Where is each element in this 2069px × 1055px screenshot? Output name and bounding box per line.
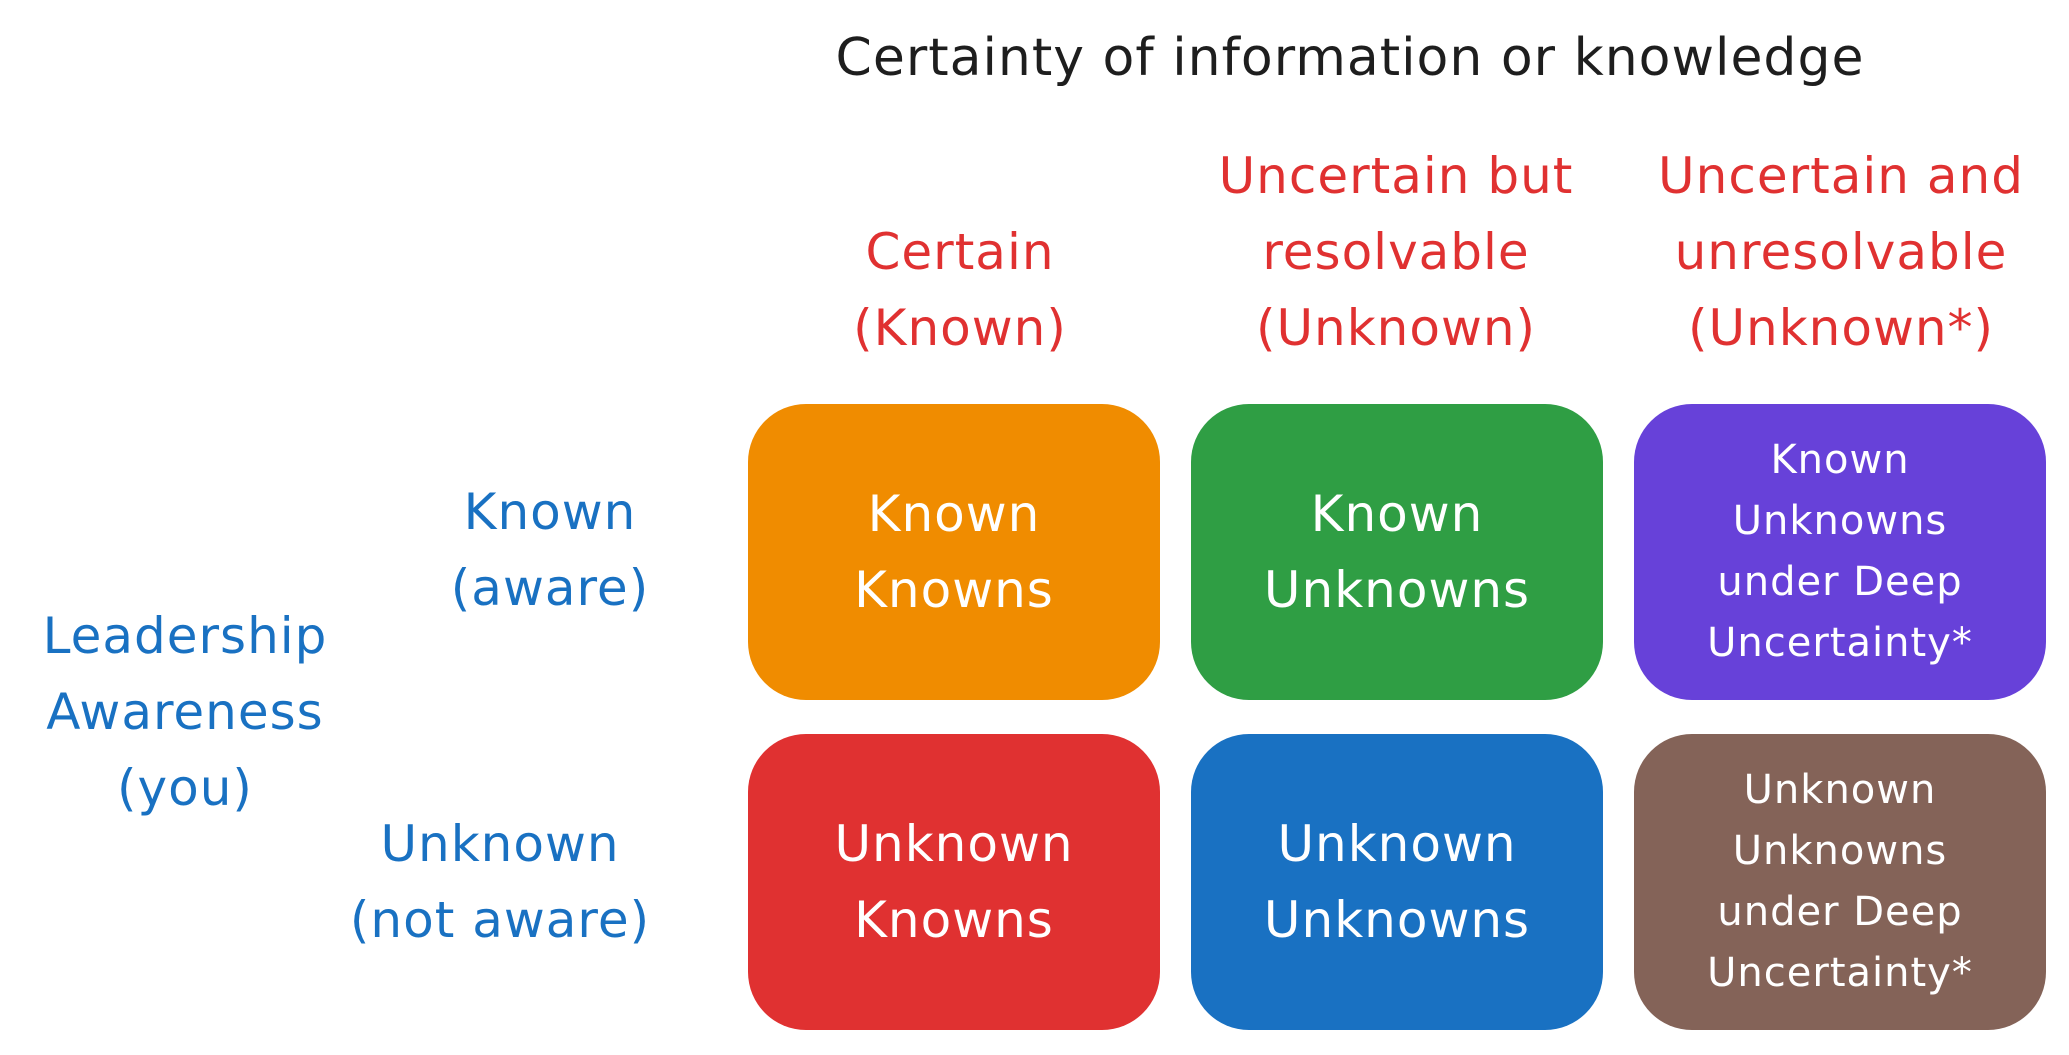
- row-label-unknown: Unknown (not aware): [300, 806, 700, 958]
- axis-label-line: (you): [117, 759, 253, 817]
- cell-line: Knowns: [854, 561, 1054, 619]
- cell-line: Unknowns: [1732, 498, 1948, 544]
- cell-line: Unknowns: [1732, 828, 1948, 874]
- row-label-line: (not aware): [349, 891, 651, 949]
- column-header-line: Uncertain and: [1658, 147, 2024, 205]
- cell-line: Uncertainty*: [1707, 620, 1973, 666]
- cell-line: Knowns: [854, 891, 1054, 949]
- axis-label-line: Awareness: [46, 683, 324, 741]
- cell-unknown-unknowns-deep-uncertainty: Unknown Unknowns under Deep Uncertainty*: [1634, 734, 2046, 1030]
- cell-line: Known: [1770, 437, 1910, 483]
- cell-line: Unknown: [834, 815, 1074, 873]
- column-header-uncertain-resolvable: Uncertain but resolvable (Unknown): [1186, 138, 1606, 366]
- cell-line: Uncertainty*: [1707, 950, 1973, 996]
- cell-unknown-unknowns: Unknown Unknowns: [1191, 734, 1603, 1030]
- row-label-known: Known (aware): [390, 474, 710, 626]
- cell-known-unknowns: Known Unknowns: [1191, 404, 1603, 700]
- axis-label-line: Leadership: [42, 607, 328, 665]
- column-header-certain: Certain (Known): [770, 214, 1150, 366]
- cell-line: under Deep: [1717, 559, 1963, 605]
- cell-unknown-knowns: Unknown Knowns: [748, 734, 1160, 1030]
- column-header-line: Certain: [865, 223, 1055, 281]
- column-header-line: (Unknown): [1255, 299, 1537, 357]
- column-header-line: resolvable: [1262, 223, 1530, 281]
- row-label-line: (aware): [450, 559, 650, 617]
- column-header-line: (Unknown*): [1687, 299, 1995, 357]
- row-label-line: Unknown: [380, 815, 620, 873]
- cell-line: Known: [1310, 485, 1484, 543]
- diagram-title: Certainty of information or knowledge: [835, 28, 1865, 88]
- column-header-uncertain-unresolvable: Uncertain and unresolvable (Unknown*): [1626, 138, 2056, 366]
- cell-known-knowns: Known Knowns: [748, 404, 1160, 700]
- cell-line: Unknown: [1277, 815, 1517, 873]
- axis-label-leadership-awareness: Leadership Awareness (you): [20, 598, 350, 826]
- cell-line: Unknown: [1743, 767, 1937, 813]
- cell-line: Known: [867, 485, 1041, 543]
- cell-line: under Deep: [1717, 889, 1963, 935]
- cell-line: Unknowns: [1263, 891, 1531, 949]
- cell-line: Unknowns: [1263, 561, 1531, 619]
- column-header-line: (Known): [853, 299, 1067, 357]
- column-header-line: Uncertain but: [1218, 147, 1574, 205]
- column-header-line: unresolvable: [1674, 223, 2008, 281]
- row-label-line: Known: [463, 483, 637, 541]
- cell-known-unknowns-deep-uncertainty: Known Unknowns under Deep Uncertainty*: [1634, 404, 2046, 700]
